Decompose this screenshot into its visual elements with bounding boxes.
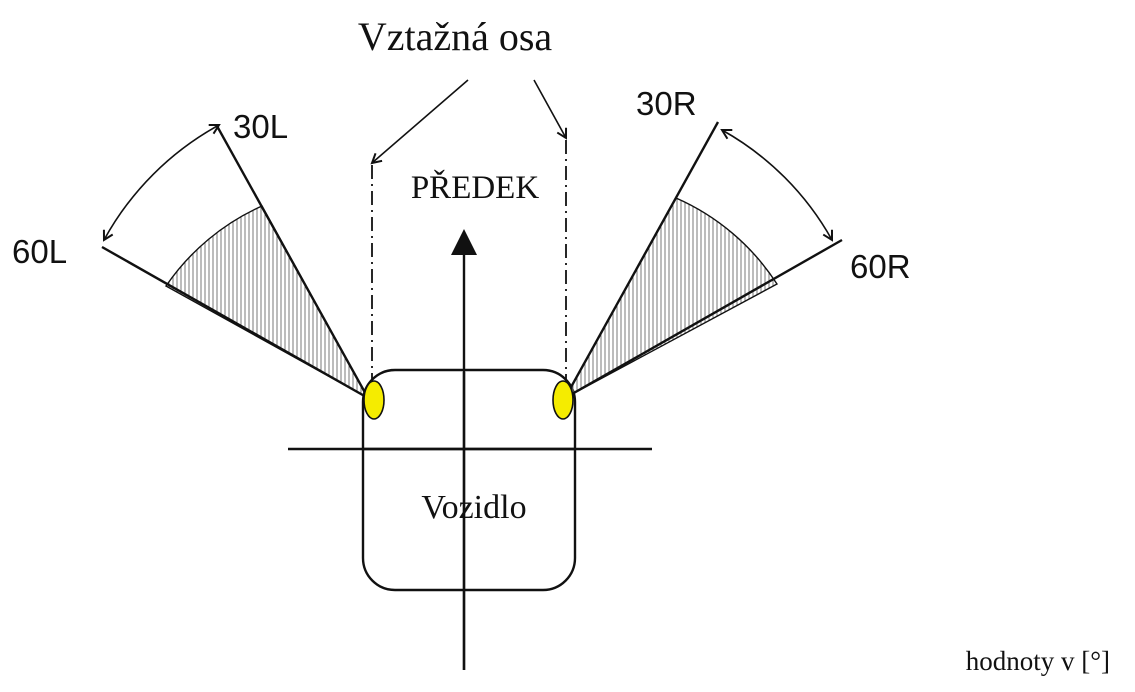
reference-axis-label: Vztažná osa	[358, 14, 553, 59]
front-label: PŘEDEK	[411, 169, 540, 206]
units-note: hodnoty v [°]	[966, 646, 1110, 676]
right-axis-pointer-arrow	[533, 79, 566, 138]
right-60-line	[564, 238, 843, 400]
left-60-line	[101, 245, 369, 400]
front-arrowhead	[451, 229, 477, 255]
reference-axis-pointers	[372, 79, 566, 163]
left-outer-label: 60L	[12, 233, 67, 270]
right-sector	[563, 121, 843, 400]
right-outer-label: 60R	[850, 248, 911, 285]
right-30-line	[563, 121, 720, 399]
vehicle-outline	[361, 368, 577, 592]
left-lamp	[363, 380, 385, 420]
right-angle-arrow	[722, 130, 832, 240]
left-angle-arrow	[104, 125, 219, 240]
left-axis-pointer-arrow	[372, 79, 469, 163]
right-inner-label: 30R	[636, 85, 697, 122]
left-inner-label: 30L	[233, 108, 288, 145]
left-sector	[101, 125, 370, 400]
right-hatched-area	[563, 197, 778, 400]
right-lamp	[552, 380, 574, 420]
left-hatched-area	[164, 205, 370, 400]
left-30-line	[215, 125, 370, 399]
vehicle-label: Vozidlo	[421, 489, 526, 526]
